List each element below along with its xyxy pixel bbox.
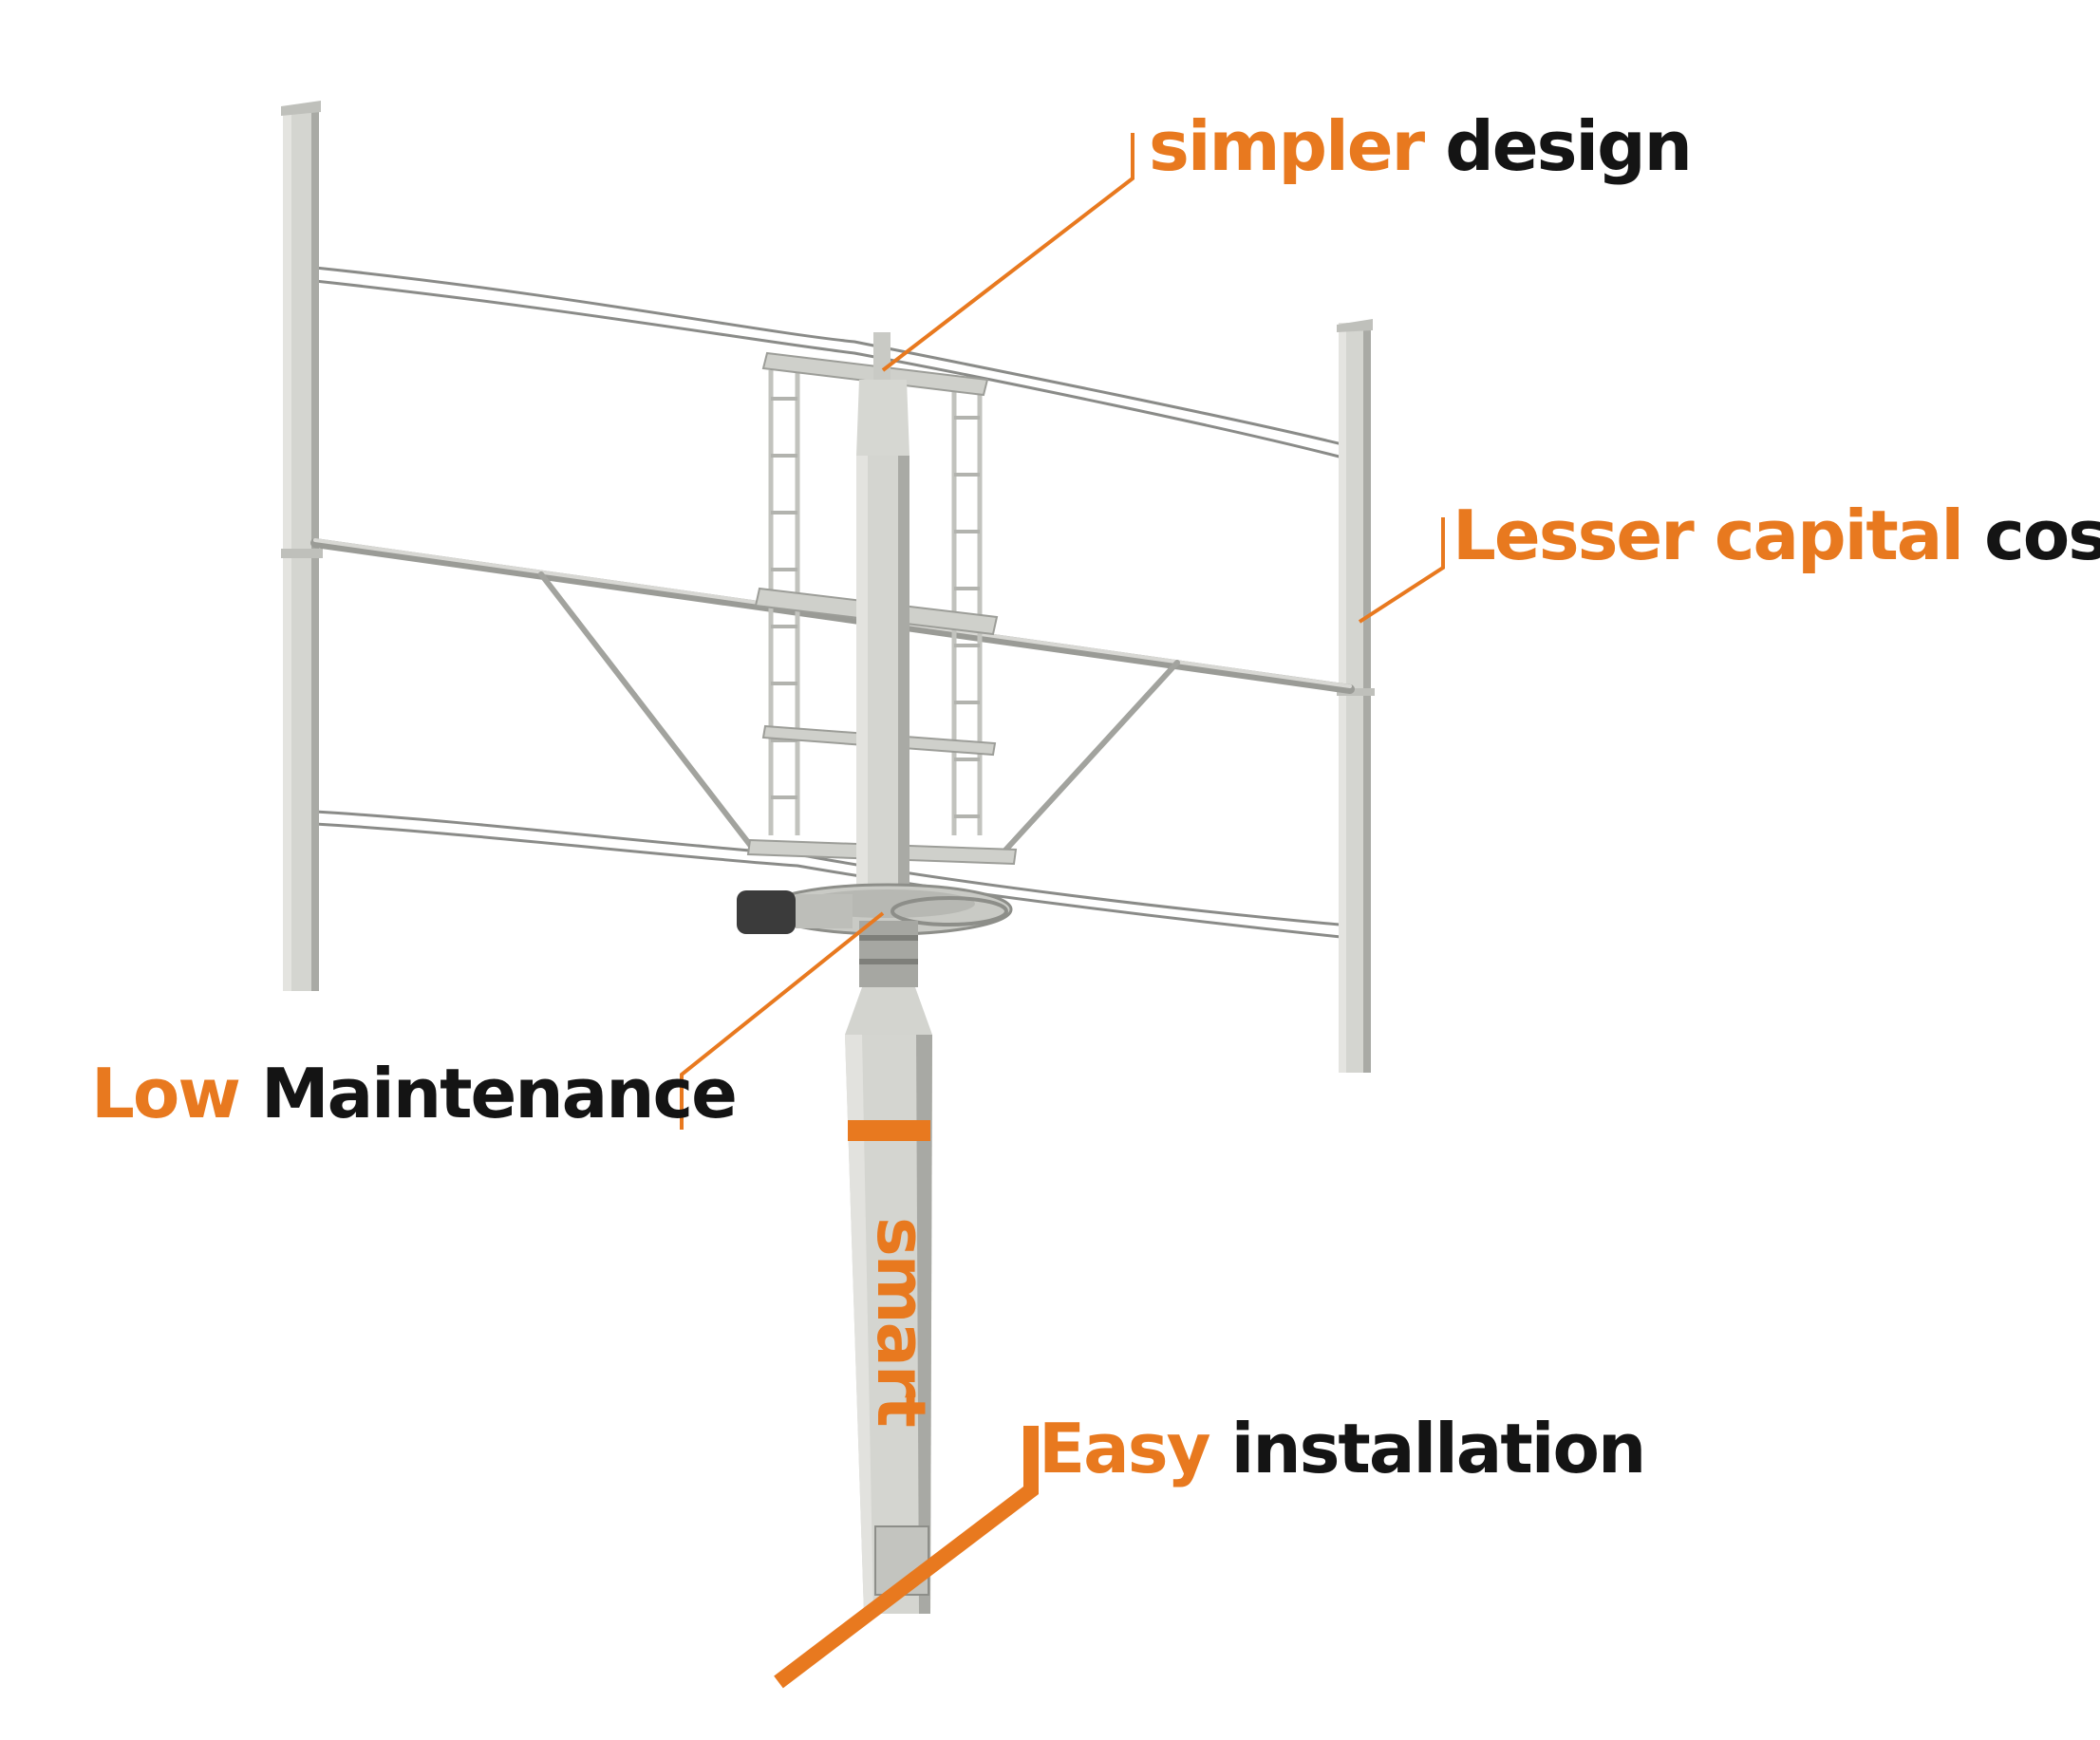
leader-simpler-design	[881, 133, 1134, 372]
central-shaft	[856, 332, 909, 930]
ladder-rungs	[771, 397, 980, 818]
callout-rest: Maintenance	[260, 1054, 738, 1133]
leader-low-maintenance	[680, 911, 885, 1130]
callout-rest: cost	[1984, 496, 2100, 575]
hub-assembly	[737, 883, 1013, 987]
callout-highlight: Lesser capital	[1453, 496, 1964, 575]
callout-highlight: Easy	[1039, 1409, 1211, 1488]
callout-simpler-design: simpler design	[1149, 112, 1693, 180]
tower	[845, 987, 932, 1614]
leader-easy-installation	[774, 1426, 1039, 1689]
tower-orange-band	[848, 1120, 930, 1141]
callout-low-maintenance: Low Maintenance	[91, 1059, 738, 1128]
callout-easy-installation: Easy installation	[1039, 1414, 1646, 1483]
callout-highlight: simpler	[1149, 106, 1425, 186]
callout-rest: installation	[1230, 1409, 1647, 1488]
left-blade	[281, 101, 323, 991]
callout-rest: design	[1445, 106, 1693, 186]
right-blade	[1337, 319, 1375, 1073]
callout-lesser-capital-cost: Lesser capital cost	[1453, 501, 2100, 570]
tower-label: smart	[862, 1217, 940, 1426]
rotor-arms	[310, 538, 1355, 857]
callout-leaders	[680, 133, 1445, 1689]
callout-highlight: Low	[91, 1054, 241, 1133]
leader-capital-cost	[1358, 517, 1445, 624]
